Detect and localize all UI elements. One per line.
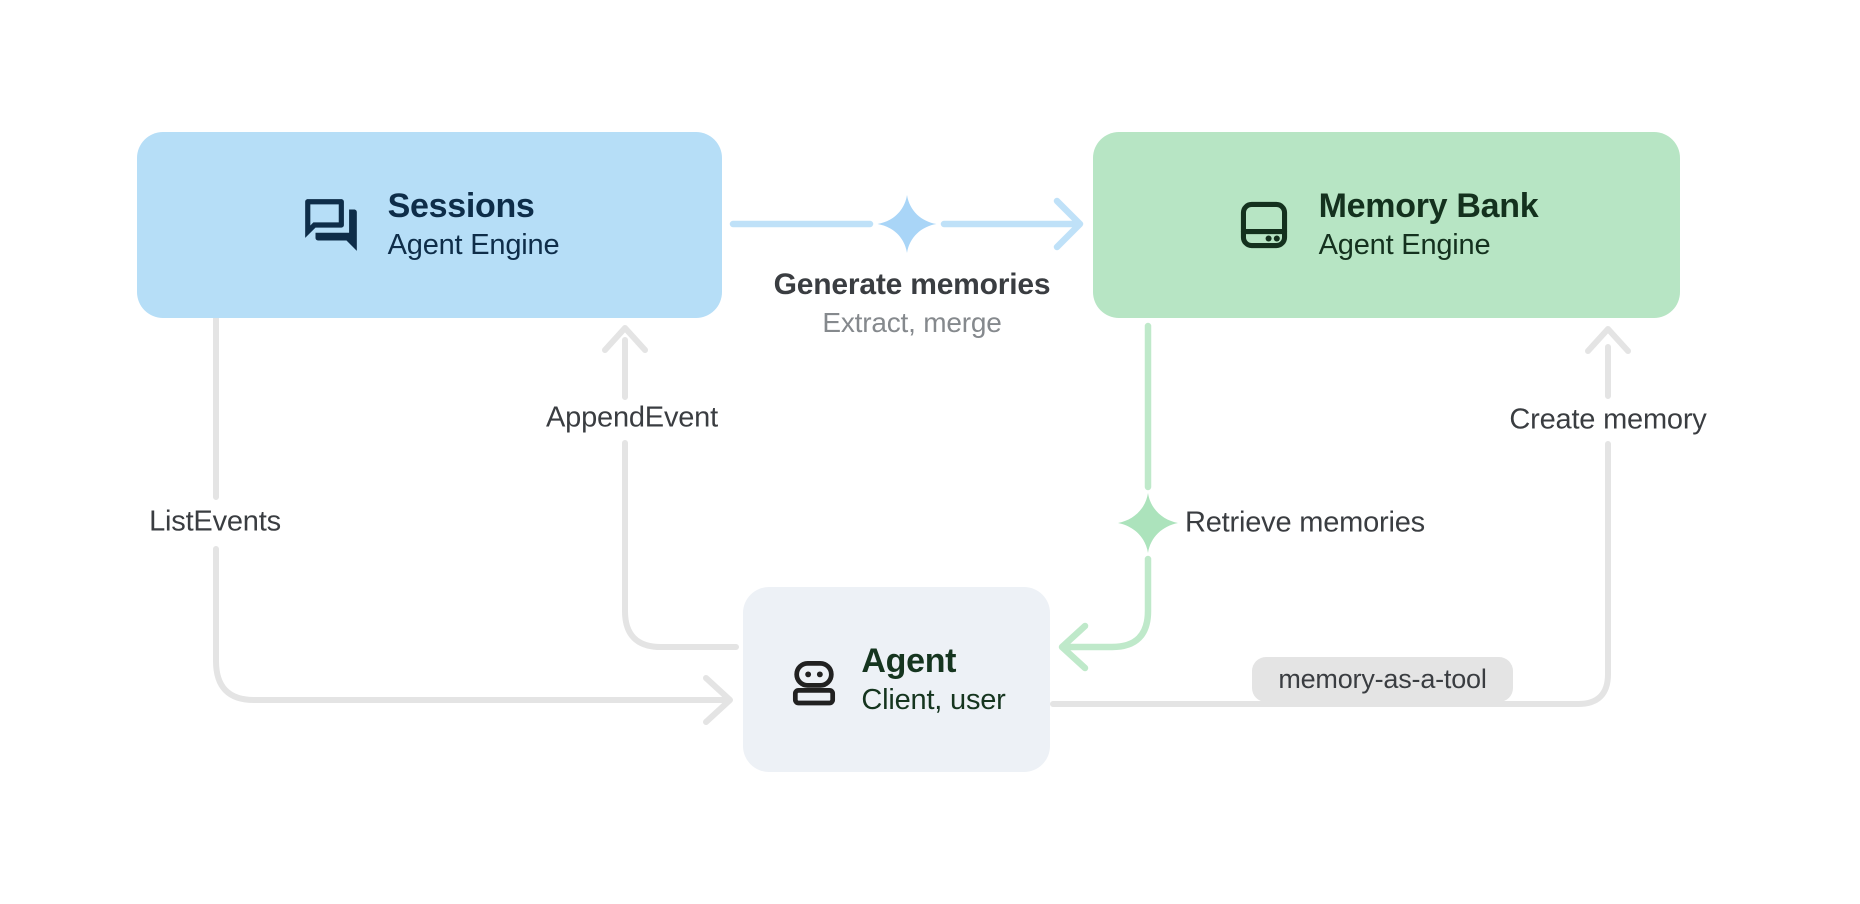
sparkle-icon <box>877 195 937 253</box>
sessions-subtitle: Agent Engine <box>387 229 560 261</box>
node-sessions: Sessions Agent Engine <box>137 132 722 318</box>
agent-title: Agent <box>861 641 957 680</box>
generate-memories-arrow <box>729 197 1084 251</box>
memory-storage-icon <box>1235 196 1293 254</box>
memory-bank-subtitle: Agent Engine <box>1318 229 1491 261</box>
robot-icon <box>787 653 841 707</box>
memory-bank-title: Memory Bank <box>1318 187 1539 225</box>
sparkle-icon <box>1118 493 1178 553</box>
retrieve-memories-arrow <box>1058 322 1152 672</box>
chat-bubbles-icon <box>300 194 362 256</box>
list-events-label: ListEvents <box>149 505 281 538</box>
agent-subtitle: Client, user <box>861 683 1006 716</box>
create-memory-label: Create memory <box>1509 403 1707 436</box>
retrieve-memories-label: Retrieve memories <box>1185 506 1425 539</box>
node-agent: Agent Client, user <box>743 587 1050 772</box>
sessions-title: Sessions <box>387 187 535 225</box>
node-memory-bank: Memory Bank Agent Engine <box>1093 132 1680 318</box>
memory-as-a-tool-tag: memory-as-a-tool <box>1252 657 1513 702</box>
create-memory-arrow <box>1050 326 1631 707</box>
generate-memories-sublabel: Extract, merge <box>822 307 1002 338</box>
generate-memories-label: Generate memories <box>773 268 1051 301</box>
append-event-label: AppendEvent <box>546 401 718 434</box>
list-events-arrow <box>213 314 733 725</box>
append-event-arrow <box>602 325 739 650</box>
